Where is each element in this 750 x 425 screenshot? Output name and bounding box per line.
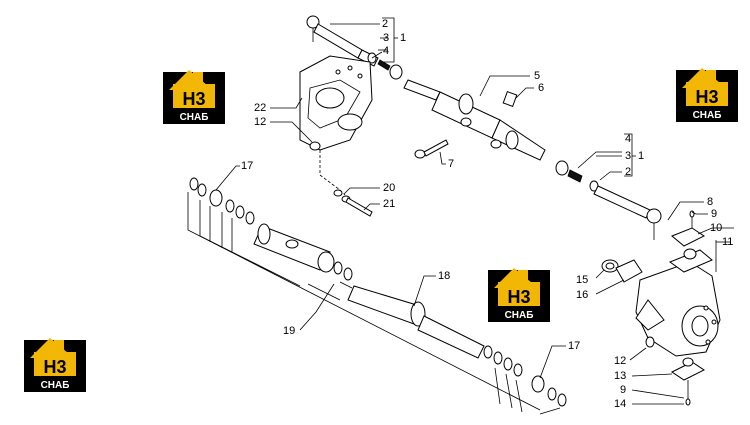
callout-13: 13: [614, 370, 626, 382]
watermark-logo-left-bottom: H3 СНАБ: [24, 338, 86, 392]
callout-12-left: 12: [254, 116, 266, 128]
callout-labels: 2 3 1 4 5 6 7 22 12 4 3 1 2 20 21 8 9 10…: [241, 18, 733, 410]
watermark-logo-right-top: H3 СНАБ: [676, 68, 738, 122]
callout-17-left: 17: [241, 160, 253, 172]
watermark-small-text: СНАБ: [505, 310, 534, 321]
callout-14: 14: [614, 398, 626, 410]
kingpin-cap-top: [671, 210, 705, 260]
callout-2-right: 2: [625, 166, 631, 178]
callout-16: 16: [576, 289, 588, 301]
callout-4-top: 4: [383, 45, 389, 57]
callout-5: 5: [534, 70, 540, 82]
watermark-small-text: СНАБ: [41, 380, 70, 391]
assembly-guide-line: [319, 150, 346, 196]
watermark-small-text: СНАБ: [180, 112, 209, 123]
callout-1-top: 1: [400, 32, 406, 44]
callout-7: 7: [448, 158, 454, 170]
callout-6: 6: [538, 82, 544, 94]
callout-10: 10: [710, 222, 722, 234]
callout-3-right: 3: [625, 150, 631, 162]
steering-cylinder-upper: [403, 79, 546, 161]
callout-9-bottom: 9: [620, 384, 626, 396]
callout-4-right: 4: [625, 133, 631, 145]
tie-rod-end-right: [555, 160, 662, 240]
callout-3-top: 3: [383, 32, 389, 44]
watermark-logo-left-top: H3 СНАБ: [163, 70, 225, 124]
watermark-big-text: H3: [43, 357, 66, 377]
seal-kit-left: [189, 177, 255, 225]
watermark-big-text: H3: [695, 87, 718, 107]
bolt-20-21: [333, 189, 373, 217]
callout-17-right: 17: [568, 340, 580, 352]
callout-21: 21: [383, 198, 395, 210]
piston-rod-lower: [347, 285, 493, 359]
kingpin-cap-bottom: [645, 336, 705, 406]
callout-8: 8: [707, 196, 713, 208]
watermark-big-text: H3: [507, 287, 530, 307]
cylinder-barrel-lower: [253, 223, 335, 273]
callout-9-top: 9: [711, 208, 717, 220]
pivot-bracket-left: [299, 55, 373, 151]
tie-rod-end-left: [306, 15, 403, 80]
bushing-15-16: [601, 259, 643, 283]
callout-22: 22: [254, 102, 266, 114]
callout-leaders: [215, 17, 734, 405]
watermark-big-text: H3: [182, 89, 205, 109]
callout-19: 19: [283, 325, 295, 337]
bolt-7: [414, 139, 449, 159]
callout-1-right: 1: [638, 150, 644, 162]
callout-11: 11: [722, 236, 733, 248]
callout-12-right: 12: [614, 355, 626, 367]
callout-18: 18: [438, 270, 450, 282]
seal-kit-right: [493, 351, 567, 407]
seal-kit-middle: [333, 261, 353, 281]
steering-knuckle: [635, 249, 721, 357]
callout-20: 20: [383, 182, 395, 194]
watermark-small-text: СНАБ: [693, 110, 722, 121]
watermark-logo-center: H3 СНАБ: [488, 268, 550, 322]
callout-2-top: 2: [382, 18, 388, 30]
assembly-bracket-lines: [187, 192, 561, 415]
callout-15: 15: [576, 274, 588, 286]
